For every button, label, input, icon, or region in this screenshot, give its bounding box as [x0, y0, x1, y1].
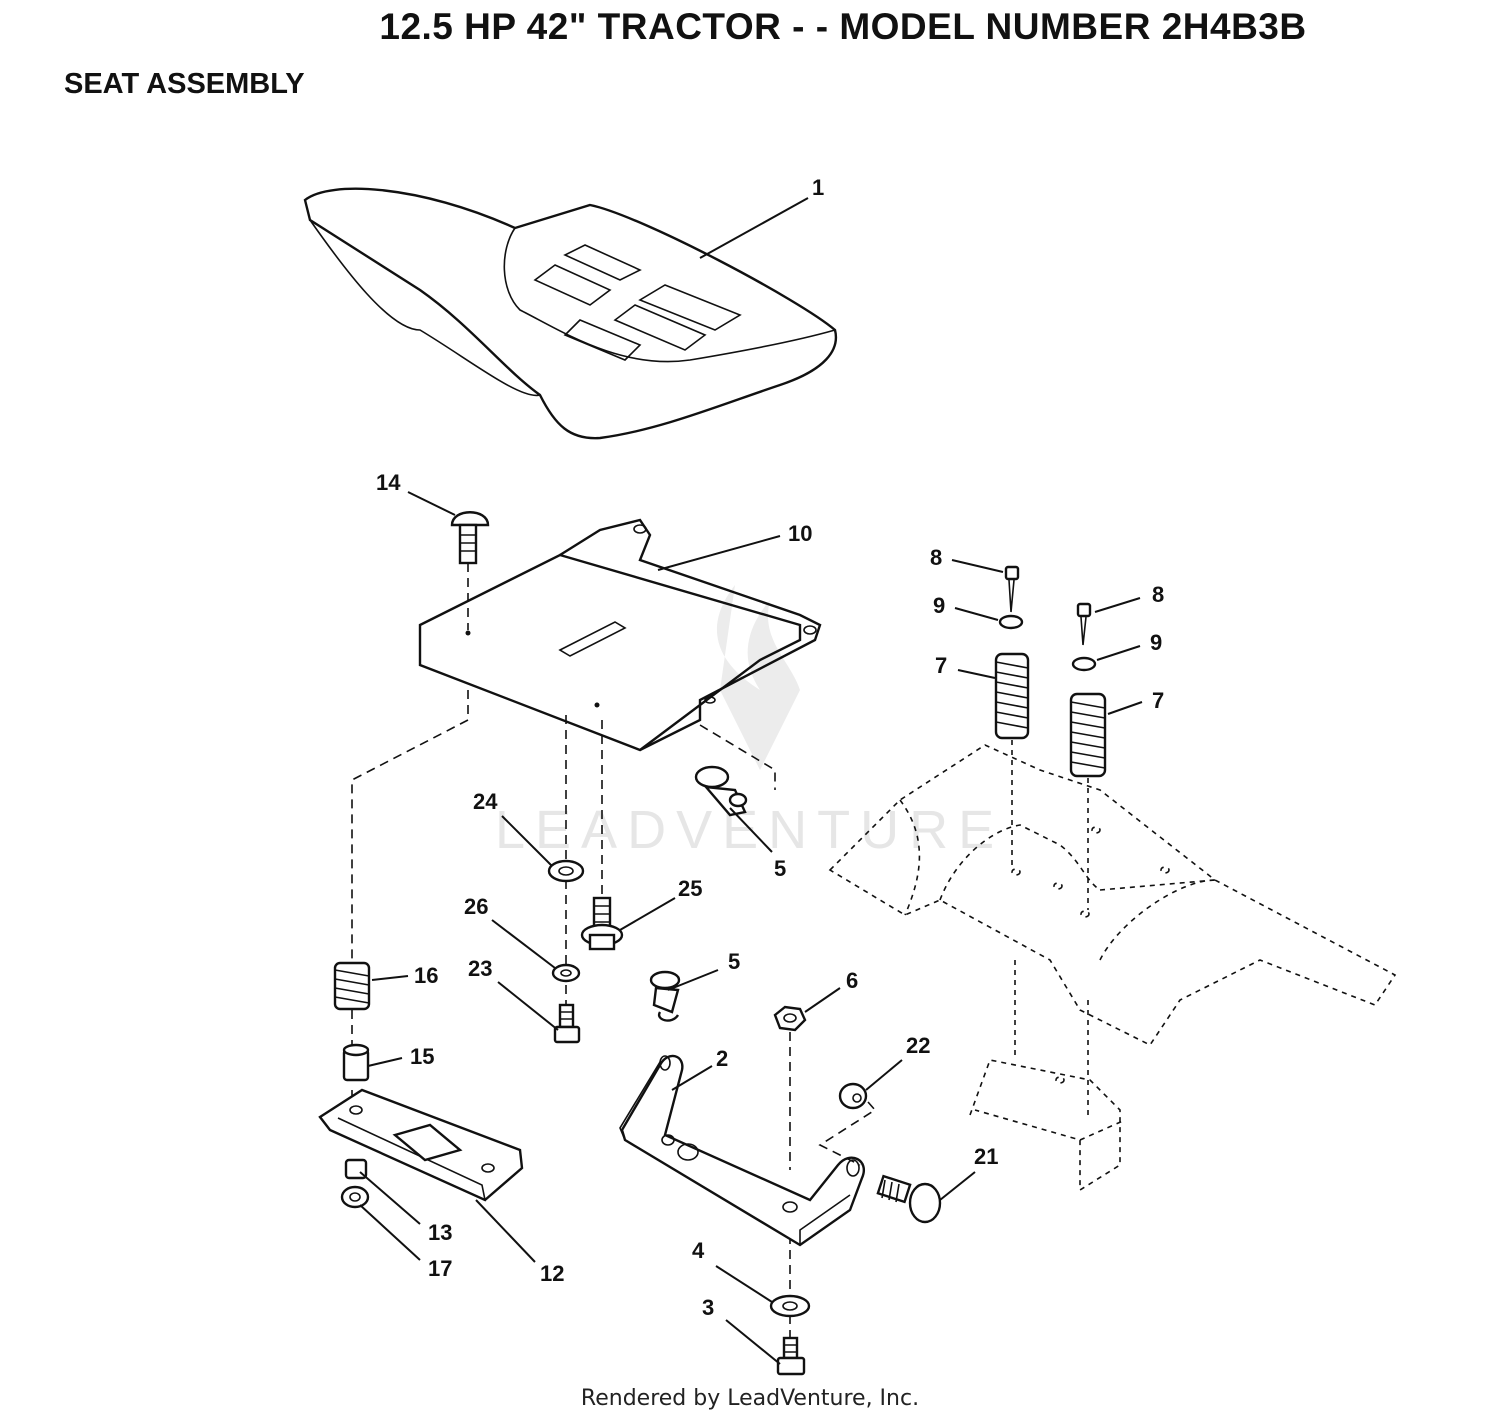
callout-10: 10	[788, 521, 812, 546]
callout-2: 2	[716, 1046, 728, 1071]
callout-4: 4	[692, 1238, 705, 1263]
callout-8-right: 8	[1152, 582, 1164, 607]
spring-part-7-right	[1069, 692, 1107, 778]
callout-25: 25	[678, 876, 702, 901]
callout-7-right: 7	[1152, 688, 1164, 713]
washer-part-4	[769, 1294, 811, 1318]
shoulder-bolt-part-21	[876, 1174, 942, 1224]
callout-22: 22	[906, 1033, 930, 1058]
callout-3: 3	[702, 1295, 714, 1320]
bolt-part-25	[580, 896, 624, 951]
watermark: LEADVENTURE	[495, 585, 1004, 860]
spring-part-16	[333, 961, 371, 1011]
callout-labels: 1 10 14 8 9 7 8 9 7 5 24 25 26 23 16 15 …	[376, 175, 1164, 1320]
callout-12: 12	[540, 1261, 564, 1286]
screw-part-23	[553, 1003, 581, 1044]
seat-part-1	[303, 187, 838, 440]
spacer-part-22	[838, 1082, 868, 1110]
callout-17: 17	[428, 1256, 452, 1281]
callout-8-left: 8	[930, 545, 942, 570]
callout-26: 26	[464, 894, 488, 919]
callout-5-upper: 5	[774, 856, 786, 881]
bracket-plate-part-12	[318, 1088, 524, 1202]
callout-24: 24	[473, 789, 498, 814]
spring-part-7-left	[994, 652, 1030, 740]
callout-23: 23	[468, 956, 492, 981]
callout-9-right: 9	[1150, 630, 1162, 655]
callout-5-lower: 5	[728, 949, 740, 974]
screw-part-8-right	[1076, 602, 1092, 646]
seat-pan-part-10	[418, 518, 822, 752]
bushing-part-15	[342, 1043, 370, 1082]
callout-9-left: 9	[933, 593, 945, 618]
seat-bracket-part-2	[619, 1054, 865, 1247]
callout-15: 15	[410, 1044, 434, 1069]
bolt-part-3	[776, 1336, 806, 1376]
callout-16: 16	[414, 963, 438, 988]
washer-part-9-right	[1071, 656, 1097, 672]
callout-1: 1	[812, 175, 824, 200]
page-title: 12.5 HP 42" TRACTOR - - MODEL NUMBER 2H4…	[379, 6, 1307, 47]
nut-part-17	[340, 1185, 370, 1209]
lock-washer-part-26	[551, 963, 581, 983]
nut-part-6	[773, 1005, 807, 1032]
footer-credit: Rendered by LeadVenture, Inc.	[580, 1386, 920, 1411]
carriage-bolt-part-14	[450, 511, 490, 565]
callout-21: 21	[974, 1144, 998, 1169]
callout-13: 13	[428, 1220, 452, 1245]
callout-7-left: 7	[935, 653, 947, 678]
clip-part-5-upper	[694, 765, 748, 817]
screw-part-8-left	[1004, 565, 1020, 613]
callout-6: 6	[846, 968, 858, 993]
watermark-text: LEADVENTURE	[495, 800, 1004, 860]
washer-part-24	[547, 859, 585, 883]
leader-lines	[359, 197, 1143, 1365]
clip-part-5-lower	[649, 970, 681, 1022]
section-title: SEAT ASSEMBLY	[64, 68, 305, 100]
tractor-frame-reference	[828, 740, 1397, 1192]
callout-14: 14	[376, 470, 401, 495]
washer-part-9-left	[998, 614, 1024, 630]
